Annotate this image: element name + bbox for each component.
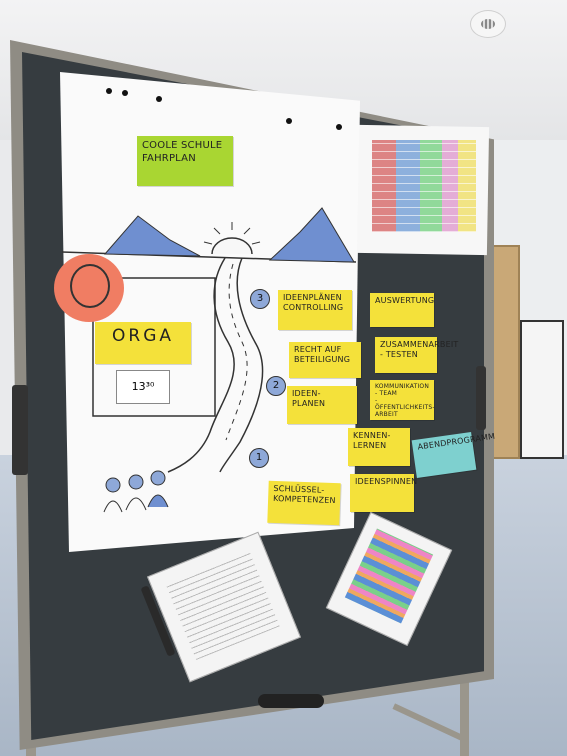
road-right-edge [219, 257, 264, 473]
schedule-grid [372, 140, 476, 232]
people-icon [103, 470, 169, 513]
note-kommunikation: KOMMUNIKATION - TEAM - ÖFFENTLICHKEITS- … [370, 380, 435, 420]
note-schluesselkompetenzen: SCHLÜSSEL- KOMPETENZEN [267, 480, 341, 526]
road-left-edge [167, 257, 235, 473]
mountain-right [268, 207, 355, 263]
milestone-1: 1 [249, 448, 269, 468]
road-center-line [225, 263, 248, 441]
roadmap-drawing [61, 207, 357, 513]
orga-note: ORGA [95, 322, 191, 364]
time-card: 13³⁰ [116, 370, 170, 404]
board-handle-left [12, 385, 28, 475]
note-auswertung: AUSWERTUNG [370, 293, 434, 327]
milestone-3: 3 [250, 289, 270, 309]
board-handle-right [476, 366, 486, 430]
title-note: COOLE SCHULE FAHRPLAN [137, 136, 233, 186]
note-ideen-planen: IDEEN- PLANEN [287, 386, 357, 424]
pin [106, 88, 112, 94]
pin [156, 96, 162, 102]
pin [286, 118, 292, 124]
note-ideenplaenen-controlling: IDEENPLÄNEN CONTROLLING [278, 290, 352, 330]
board-leg-right [460, 630, 469, 756]
note-zusammenarbeit: ZUSAMMENARBEIT - TESTEN [375, 337, 458, 373]
background-stand [520, 320, 564, 459]
sun [211, 237, 253, 255]
board-hinge [258, 694, 324, 708]
orga-box [92, 277, 216, 417]
clock-icon [70, 264, 110, 308]
mountain-left [103, 215, 201, 257]
milestone-2: 2 [266, 376, 286, 396]
pin [336, 124, 342, 130]
note-ideenspinnen: IDEENSPINNEN [350, 474, 417, 512]
smoke-detector [470, 10, 506, 38]
note-kennenlernen: KENNEN- LERNEN [348, 428, 410, 466]
note-recht-auf-beteiligung: RECHT AUF BETEILIGUNG [289, 342, 361, 378]
pin [122, 90, 128, 96]
